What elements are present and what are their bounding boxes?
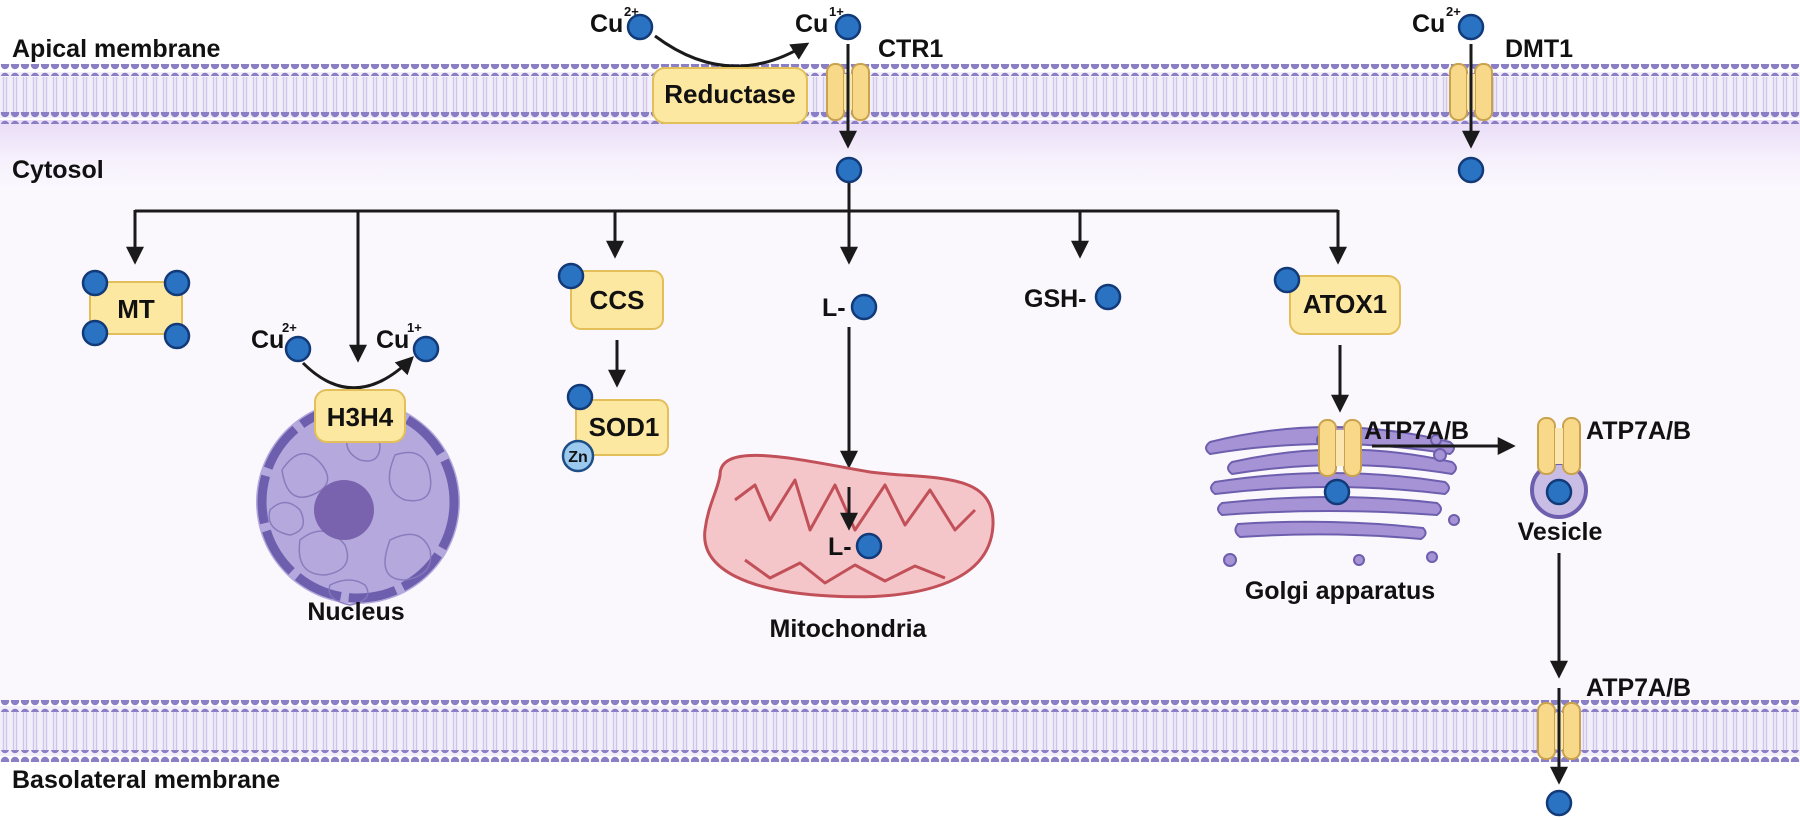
copper-ion-icon <box>834 13 862 41</box>
svg-text:CCS: CCS <box>590 285 645 315</box>
apical-membrane <box>0 64 1800 124</box>
copper-ion-icon <box>1457 13 1485 41</box>
copper-ion-icon <box>1545 789 1573 817</box>
svg-text:2+: 2+ <box>282 320 297 335</box>
svg-text:SOD1: SOD1 <box>589 412 660 442</box>
svg-text:Cu: Cu <box>795 10 828 38</box>
basolateral-membrane <box>0 700 1800 762</box>
copper-ion-icon <box>1545 478 1573 506</box>
copper-ion-icon <box>1323 478 1351 506</box>
golgi-label: Golgi apparatus <box>1245 577 1435 605</box>
cu2-ion-apical: Cu 2+ <box>590 4 654 41</box>
svg-text:MT: MT <box>117 294 155 324</box>
copper-ion-icon <box>557 262 585 290</box>
copper-ion-icon <box>284 335 312 363</box>
copper-ion-icon <box>1457 156 1485 184</box>
svg-text:Cu: Cu <box>1412 10 1445 38</box>
reduction-arrow <box>654 34 810 68</box>
copper-ion-icon <box>855 532 883 560</box>
reductase-box: Reductase <box>652 67 808 124</box>
nuclear-reduction-arrow <box>301 356 414 390</box>
svg-text:Zn: Zn <box>568 449 588 466</box>
cytosol-label: Cytosol <box>12 156 104 184</box>
sod1-box: SOD1 Zn <box>561 383 669 473</box>
atox1-box: ATOX1 <box>1273 266 1401 335</box>
copper-ion-icon <box>81 269 109 297</box>
svg-text:Cu: Cu <box>251 326 284 354</box>
mitochondria-label: Mitochondria <box>770 615 928 643</box>
svg-text:1+: 1+ <box>829 4 844 19</box>
atp7ab-vesicle-label: ATP7A/B <box>1586 417 1691 445</box>
vesicle-label: Vesicle <box>1518 518 1603 546</box>
copper-ion-icon <box>81 319 109 347</box>
dmt1-label: DMT1 <box>1505 35 1573 63</box>
atp7ab-golgi-label: ATP7A/B <box>1364 417 1469 445</box>
atp7ab-basolateral-label: ATP7A/B <box>1586 674 1691 702</box>
svg-text:Reductase: Reductase <box>664 79 796 109</box>
nucleus-label: Nucleus <box>307 598 404 626</box>
basolateral-membrane-label: Basolateral membrane <box>12 766 280 794</box>
svg-text:L-: L- <box>828 533 852 561</box>
cu1-ion-apical: Cu 1+ <box>795 4 862 41</box>
vesicle-organelle <box>1530 461 1588 519</box>
svg-text:GSH-: GSH- <box>1024 285 1087 313</box>
copper-ion-icon <box>835 156 863 184</box>
h3h4-box: H3H4 <box>314 389 406 443</box>
svg-text:2+: 2+ <box>1446 4 1461 19</box>
svg-text:1+: 1+ <box>407 320 422 335</box>
svg-text:H3H4: H3H4 <box>327 402 394 432</box>
cytosol-gradient <box>0 120 1800 190</box>
copper-ion-icon <box>412 335 440 363</box>
svg-text:L-: L- <box>822 294 846 322</box>
ccs-box: CCS <box>557 262 664 330</box>
gsh-copper: GSH- <box>1024 283 1122 313</box>
copper-ion-icon <box>1094 283 1122 311</box>
copper-ion-icon <box>163 269 191 297</box>
cytosol-region <box>0 120 1800 700</box>
copper-ion-icon <box>163 322 191 350</box>
cu2-ion-dmt1: Cu 2+ <box>1412 4 1485 41</box>
ctr1-label: CTR1 <box>878 35 943 63</box>
mt-box: MT <box>81 269 191 350</box>
copper-ion-icon <box>1273 266 1301 294</box>
ligand-copper-mito: L- <box>828 532 883 561</box>
zinc-ion-icon <box>561 439 595 473</box>
copper-ion-icon <box>850 293 878 321</box>
cu2-ion-nucleus: Cu 2+ <box>251 320 312 363</box>
svg-text:Cu: Cu <box>590 10 623 38</box>
copper-ion-icon <box>566 383 594 411</box>
distribution-arrows <box>126 183 1347 363</box>
apical-membrane-label: Apical membrane <box>12 35 221 63</box>
svg-text:ATOX1: ATOX1 <box>1303 289 1387 319</box>
svg-text:Cu: Cu <box>376 326 409 354</box>
ligand-copper-cytosol: L- <box>822 293 878 322</box>
cu1-ion-nucleus: Cu 1+ <box>376 320 440 363</box>
copper-ion-icon <box>626 13 654 41</box>
